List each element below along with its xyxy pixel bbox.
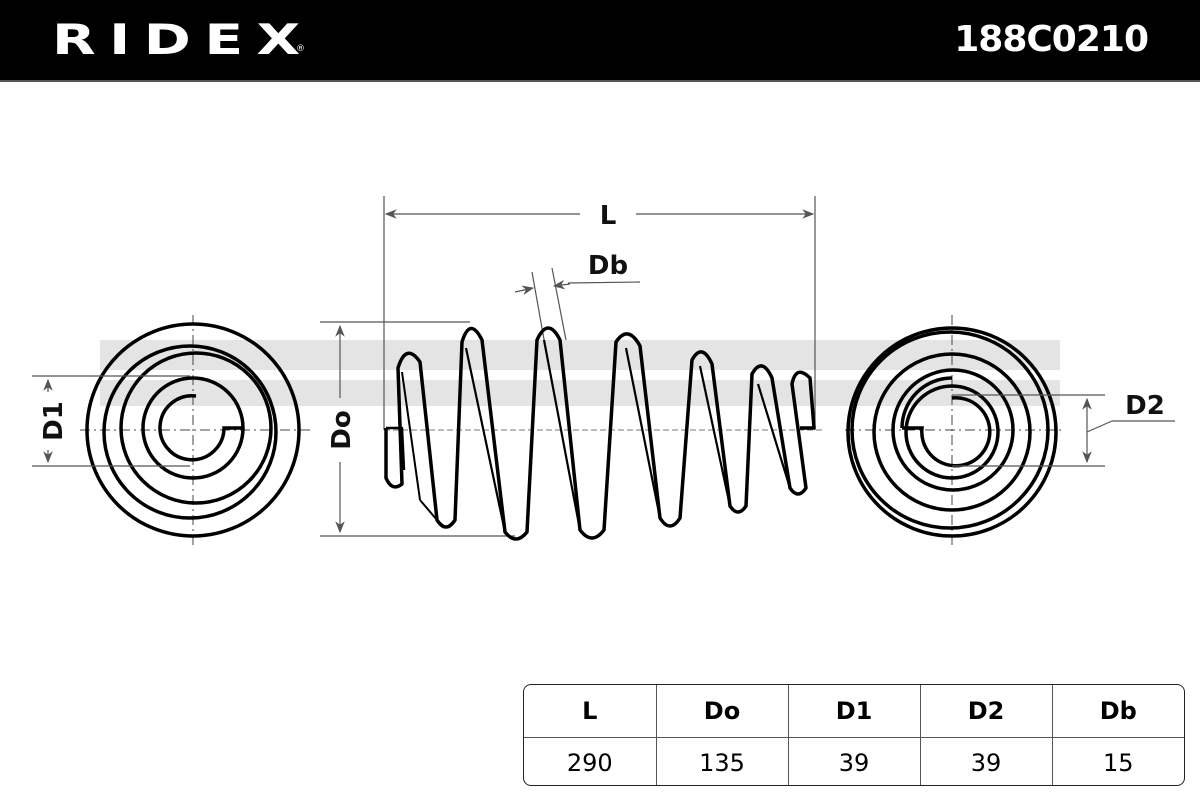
db-label: Db [588, 251, 628, 281]
spring-diagram: D1 Do L Db [32, 196, 1175, 545]
end-view-left [80, 315, 310, 545]
header-cell-d1: D1 [788, 685, 921, 738]
header-cell-db: Db [1052, 685, 1184, 738]
brand-logo: RIDEX [52, 15, 314, 64]
spec-table-header-row: L Do D1 D2 Db [524, 685, 1184, 738]
end-view-right [845, 315, 1065, 545]
header-cell-l: L [524, 685, 657, 738]
spring-side-view [384, 326, 825, 541]
header-cell-do: Do [656, 685, 789, 738]
header-bar: RIDEX ® 188C0210 [0, 0, 1200, 82]
spec-table-value-row: 290 135 39 39 15 [524, 737, 1184, 785]
part-number: 188C0210 [954, 19, 1149, 60]
l-label: L [600, 201, 617, 231]
value-cell-d2: 39 [920, 737, 1053, 785]
do-label: Do [327, 410, 357, 449]
do-dimension [320, 321, 515, 537]
registered-mark: ® [296, 44, 305, 54]
value-cell-l: 290 [524, 737, 657, 785]
value-cell-d1: 39 [788, 737, 921, 785]
value-cell-do: 135 [656, 737, 789, 785]
header-cell-d2: D2 [920, 685, 1053, 738]
l-dimension [383, 196, 816, 430]
watermark [100, 340, 1060, 406]
d2-label: D2 [1125, 391, 1165, 421]
d2-dimension [952, 394, 1175, 467]
d1-dimension [32, 375, 190, 467]
value-cell-db: 15 [1102, 749, 1134, 777]
spec-table: L Do D1 D2 Db 290 135 39 39 15 [523, 684, 1185, 786]
d1-label: D1 [39, 401, 69, 441]
